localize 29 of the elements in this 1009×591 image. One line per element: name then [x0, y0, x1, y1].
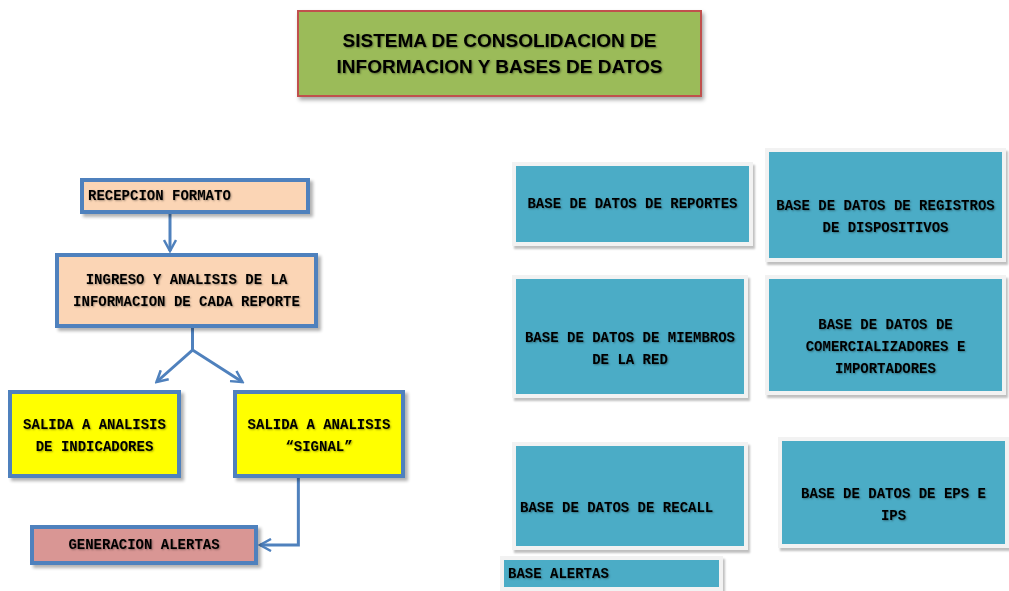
database-box	[512, 275, 748, 398]
node-text: BASE DE DATOS DE REGISTROS DE DISPOSITIVOS	[775, 197, 996, 238]
database-box	[500, 556, 723, 591]
arrow	[162, 214, 178, 253]
database-box	[512, 162, 753, 246]
output-box	[233, 390, 405, 478]
process-box	[55, 253, 318, 328]
alert-box	[30, 525, 258, 565]
node-text: INGRESO Y ANALISIS DE LA INFORMACION DE CADA REPORTE	[72, 270, 301, 312]
node-text: RECEPCION FORMATO	[88, 187, 231, 206]
node-text: BASE DE DATOS DE MIEMBROS DE LA RED	[523, 328, 736, 370]
node-text: SALIDA A ANALISIS “SIGNAL”	[246, 416, 392, 457]
database-box	[765, 275, 1006, 395]
node-text: BASE DE DATOS DE COMERCIALIZADORES E IMPORTADORES	[804, 316, 967, 379]
title-box	[297, 10, 702, 97]
node-text: SISTEMA DE CONSOLIDACION DE INFORMACION Y BASES DE DATOS	[335, 28, 664, 79]
node-text: BASE DE DATOS DE RECALL	[520, 499, 714, 518]
node-text: SALIDA A ANALISIS DE INDICADORES	[22, 416, 167, 457]
process-box	[80, 178, 310, 214]
node-text: GENERACION ALERTAS	[68, 536, 220, 555]
output-box	[8, 390, 181, 478]
node-text: BASE DE DATOS DE EPS E IPS	[800, 484, 987, 526]
node-text: BASE DE DATOS DE REPORTES	[527, 195, 738, 214]
arrow	[258, 478, 300, 553]
database-box	[765, 148, 1006, 262]
arrow	[191, 328, 244, 384]
database-box	[778, 437, 1009, 548]
node-text: BASE ALERTAS	[508, 564, 609, 584]
database-box	[512, 442, 748, 550]
